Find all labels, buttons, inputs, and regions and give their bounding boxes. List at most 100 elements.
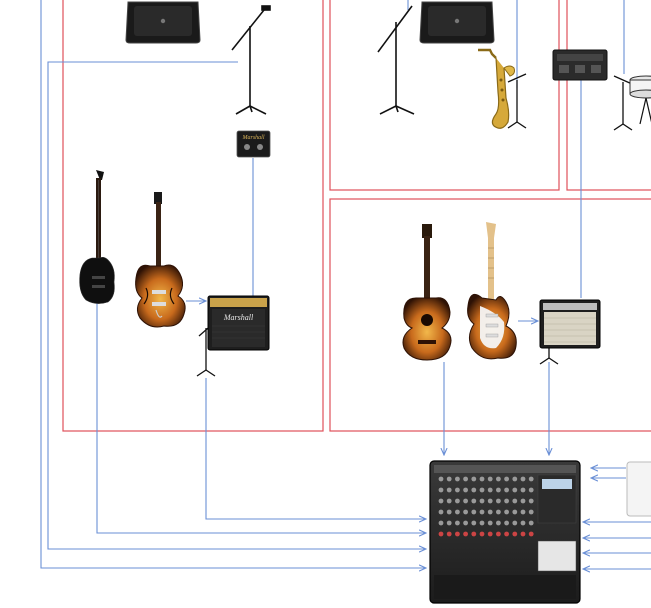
channel-knob [463,487,468,493]
zone-left [62,0,324,432]
device-icon [626,461,651,517]
mic-stand-icon [507,73,527,129]
acoustic-guitar-icon [402,224,452,361]
channel-knob [438,498,444,504]
channel-knob [455,531,460,537]
channel-knob [520,476,526,482]
mixer-icon [429,460,581,604]
cable-mic-vocal-left [47,61,426,549]
channel-knob [471,520,477,526]
channel-knob [487,531,493,537]
zone-top-middle [329,0,560,191]
channel-knob [520,498,526,504]
channel-knob [438,531,444,537]
channel-knob [487,476,493,482]
cables [40,0,651,569]
channel-knob [471,498,477,504]
channel-knob [496,487,501,493]
channel-knob [479,520,485,526]
channel-knob [438,487,444,493]
electric-guitar-icon [135,192,186,328]
channel-knob [455,520,460,526]
channel-knob [455,498,460,504]
channel-knob [504,531,509,537]
channel-knob [512,509,518,515]
channel-knob [496,509,501,515]
guitar-amp-icon [539,299,601,349]
channel-knob [520,531,526,537]
channel-knob [479,498,485,504]
channel-knob [455,476,460,482]
snare-drum-icon [629,75,651,125]
channel-knob [455,487,460,493]
channel-knob [487,509,493,515]
channel-knob [520,487,526,493]
channel-knob [528,520,534,526]
channel-knob [496,498,501,504]
svg-text:Marshall: Marshall [241,135,264,141]
cable-mic-amp-left [205,378,426,519]
channel-knob [504,476,509,482]
channel-knob [479,509,485,515]
channel-knob [471,531,477,537]
channel-knob [487,520,493,526]
channel-knob [463,498,468,504]
channel-knob [512,520,518,526]
channel-knob [479,476,485,482]
electric-guitar-icon [467,222,517,360]
stage-monitor-icon [125,1,201,44]
channel-knob [438,509,444,515]
channel-knob [512,487,518,493]
channel-knob [512,531,518,537]
channel-knob [504,520,509,526]
channel-knob [446,509,452,515]
channel-knob [528,476,534,482]
channel-knob [487,498,493,504]
channel-knob [471,476,477,482]
channel-knob [463,476,468,482]
saxophone-icon [478,48,515,129]
channel-knob [463,531,468,537]
zone-right [329,198,651,432]
cable-vocal-left [40,0,426,568]
channel-knob [446,476,452,482]
channel-knob [446,520,452,526]
channel-knob [528,498,534,504]
channel-knob [528,509,534,515]
channel-knob [487,487,493,493]
channel-knob [479,487,485,493]
channel-knob [520,520,526,526]
stage-monitor-icon [419,1,495,44]
guitar-amp-icon: Marshall [207,295,270,351]
channel-knob [504,498,509,504]
channel-knob [504,509,509,515]
channel-knob [438,520,444,526]
zone-top-right [566,0,651,191]
channel-knob [528,531,534,537]
mic-stand-icon [613,75,633,131]
bass-guitar-icon [79,170,115,304]
channel-knob [479,531,485,537]
channel-knob [512,498,518,504]
channel-knob [471,487,477,493]
channel-knob [512,476,518,482]
channel-knob [446,498,452,504]
channel-knob [528,487,534,493]
channel-knob [496,531,501,537]
channel-knob [463,509,468,515]
svg-text:Marshall: Marshall [223,313,254,322]
channel-knob [446,487,452,493]
channel-knob [520,509,526,515]
zones [62,0,651,432]
mic-stand-icon [377,5,415,115]
channel-knob [446,531,452,537]
channel-knob [496,476,501,482]
channel-knob [496,520,501,526]
footswitch-icon: Marshall [236,130,271,158]
channel-knob [463,520,468,526]
channel-knob [471,509,477,515]
mic-stand-icon [231,5,271,115]
effects-pedal-icon [552,49,608,81]
cable-bass [96,300,426,533]
